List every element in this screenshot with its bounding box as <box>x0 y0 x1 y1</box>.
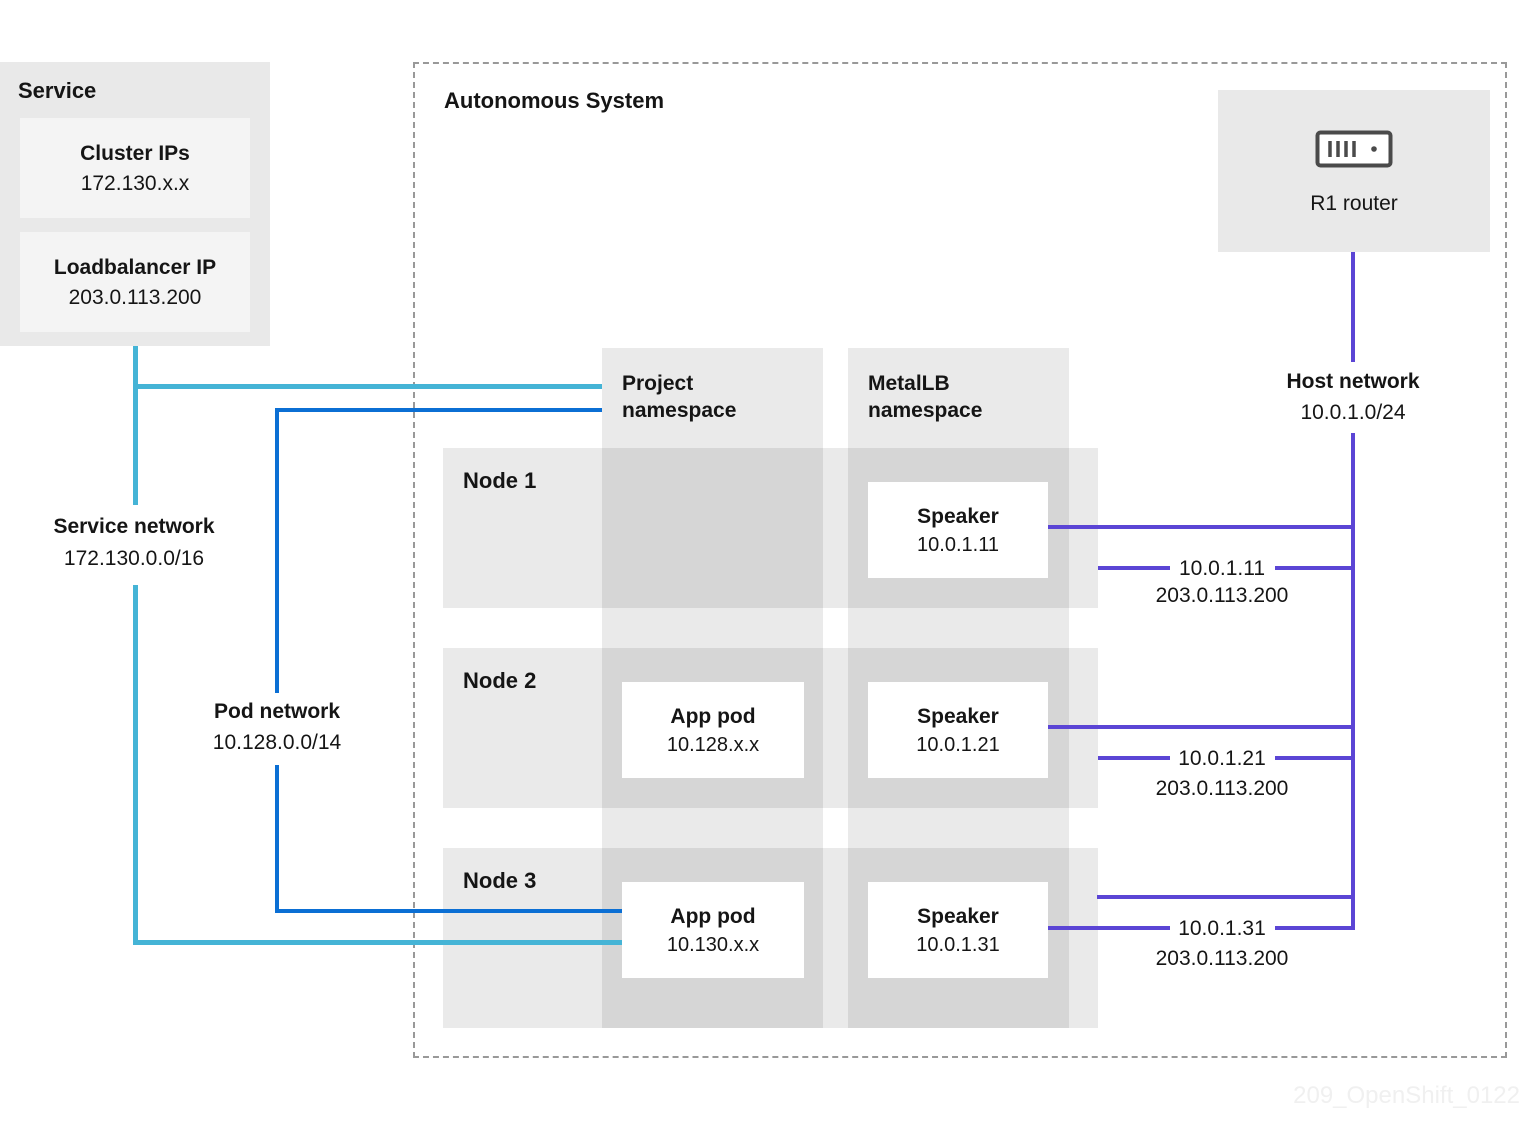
service-network-line-to-node3-app-pod <box>133 940 622 945</box>
node-2-ip-line-left <box>1098 756 1170 760</box>
node-1-ip-line-left <box>1098 566 1170 570</box>
pod-network-line-vertical-bottom <box>275 765 279 913</box>
node-3-speaker-box: Speaker 10.0.1.31 <box>868 882 1048 978</box>
node-3-label: Node 3 <box>463 868 537 893</box>
speaker-label: Speaker <box>917 504 999 528</box>
speaker-label: Speaker <box>917 904 999 928</box>
node-2-speaker-box: Speaker 10.0.1.21 <box>868 682 1048 778</box>
router-label: R1 router <box>1310 192 1398 215</box>
cluster-ips-value: 172.130.x.x <box>80 171 190 195</box>
app-pod-label: App pod <box>670 704 756 728</box>
router-icon <box>1315 130 1393 168</box>
node-1-speaker-to-router-line <box>1048 525 1351 529</box>
service-network-line-vertical-bottom <box>133 585 138 945</box>
node-3-app-pod-box: App pod 10.130.x.x <box>622 882 804 978</box>
node-1-speaker-box: Speaker 10.0.1.11 <box>868 482 1048 578</box>
pod-network-line-vertical-top <box>275 408 279 693</box>
loadbalancer-ip-box: Loadbalancer IP 203.0.113.200 <box>20 232 250 332</box>
app-pod-ip: 10.130.x.x <box>666 933 760 956</box>
node-2-conn-ip: 10.0.1.21 <box>1178 747 1266 770</box>
pod-network-line-to-node3-app-pod <box>275 909 622 913</box>
router-box: R1 router <box>1218 90 1490 252</box>
app-pod-ip: 10.128.x.x <box>666 733 760 756</box>
node-1-conn-lb: 203.0.113.200 <box>1155 584 1289 607</box>
node-1-ip-line-right <box>1275 566 1351 570</box>
node-2-conn-lb: 203.0.113.200 <box>1155 777 1289 800</box>
speaker-ip: 10.0.1.21 <box>916 733 1000 756</box>
project-namespace-title: Project namespace <box>622 372 737 422</box>
speaker-label: Speaker <box>917 704 999 728</box>
node-2-speaker-to-router-line <box>1048 725 1351 729</box>
service-network-line-branch-to-project-ns <box>133 384 602 389</box>
loadbalancer-ip-value: 203.0.113.200 <box>68 285 202 309</box>
pod-network-label: Pod network <box>213 700 341 723</box>
pod-network-cidr: 10.128.0.0/14 <box>212 731 342 754</box>
metallb-namespace-title: MetalLB namespace <box>868 372 983 422</box>
node-3-strip-to-router-line <box>1097 895 1351 899</box>
cluster-ips-box: Cluster IPs 172.130.x.x <box>20 118 250 218</box>
host-network-trunk-top <box>1351 252 1355 362</box>
service-box: Service Cluster IPs 172.130.x.x Loadbala… <box>0 62 270 346</box>
service-network-label: Service network <box>53 515 215 538</box>
host-network-trunk-bottom <box>1351 433 1355 930</box>
node-3-speaker-ip-line-left <box>1048 926 1170 930</box>
loadbalancer-ip-label: Loadbalancer IP <box>53 255 217 279</box>
speaker-ip: 10.0.1.11 <box>917 533 999 556</box>
node-2-app-pod-box: App pod 10.128.x.x <box>622 682 804 778</box>
node-3-conn-lb: 203.0.113.200 <box>1155 947 1289 970</box>
autonomous-system-title: Autonomous System <box>444 88 665 113</box>
cluster-ips-label: Cluster IPs <box>80 141 190 165</box>
watermark: 209_OpenShift_0122 <box>1293 1082 1520 1109</box>
host-network-cidr: 10.0.1.0/24 <box>1300 401 1406 424</box>
node-2-ip-line-right <box>1275 756 1351 760</box>
service-network-line-vertical-top <box>133 346 138 505</box>
app-pod-label: App pod <box>670 904 756 928</box>
pod-network-line-to-project-ns <box>275 408 602 412</box>
node-1-conn-ip: 10.0.1.11 <box>1178 557 1266 580</box>
node-3-speaker-ip-line-right <box>1275 926 1355 930</box>
service-title: Service <box>18 78 97 103</box>
host-network-label: Host network <box>1286 370 1420 393</box>
node-2-label: Node 2 <box>463 668 537 693</box>
autonomous-system-box <box>413 62 1507 1058</box>
service-network-cidr: 172.130.0.0/16 <box>63 547 205 570</box>
node-3-conn-ip: 10.0.1.31 <box>1178 917 1266 940</box>
speaker-ip: 10.0.1.31 <box>916 933 1000 956</box>
node-1-label: Node 1 <box>463 468 537 493</box>
